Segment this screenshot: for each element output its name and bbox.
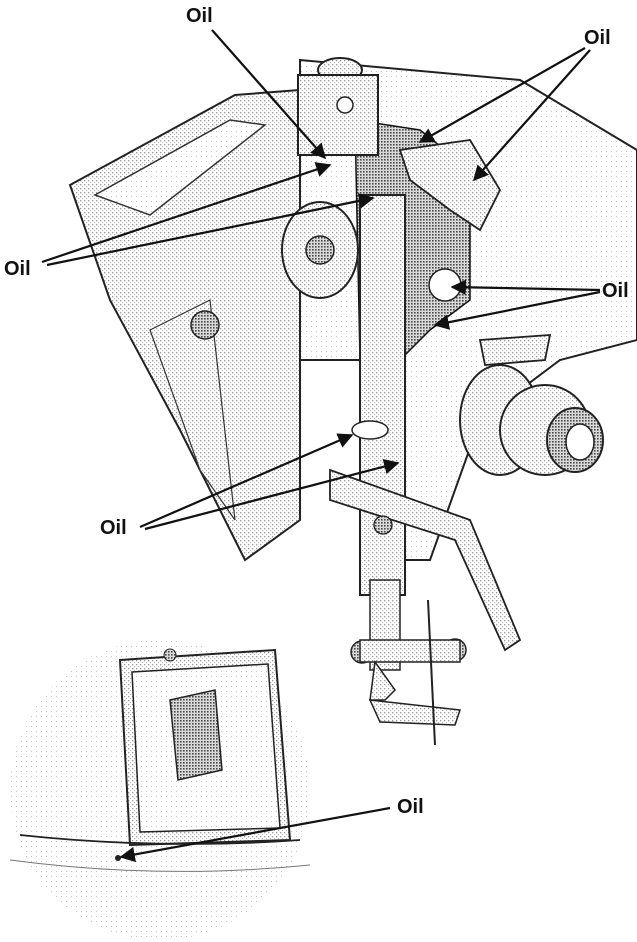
- oil-label-bottom: Oil: [397, 796, 424, 818]
- presser-foot: [350, 599, 467, 746]
- panel-knob: [190, 310, 220, 340]
- oil-label-right: Oil: [602, 280, 629, 302]
- oil-label-lower-left: Oil: [100, 517, 127, 539]
- leader-lines: [41, 29, 601, 863]
- bobbin-winder: [459, 334, 604, 476]
- machine-head-illustration: [68, 57, 637, 746]
- oil-label-top-right: Oil: [584, 27, 611, 49]
- oil-label-top: Oil: [186, 5, 213, 27]
- oil-label-left: Oil: [4, 258, 31, 280]
- needle-bar-column: [359, 194, 406, 596]
- inset-stitch-dial-detail: [9, 640, 311, 940]
- stitch-dial: [169, 689, 223, 781]
